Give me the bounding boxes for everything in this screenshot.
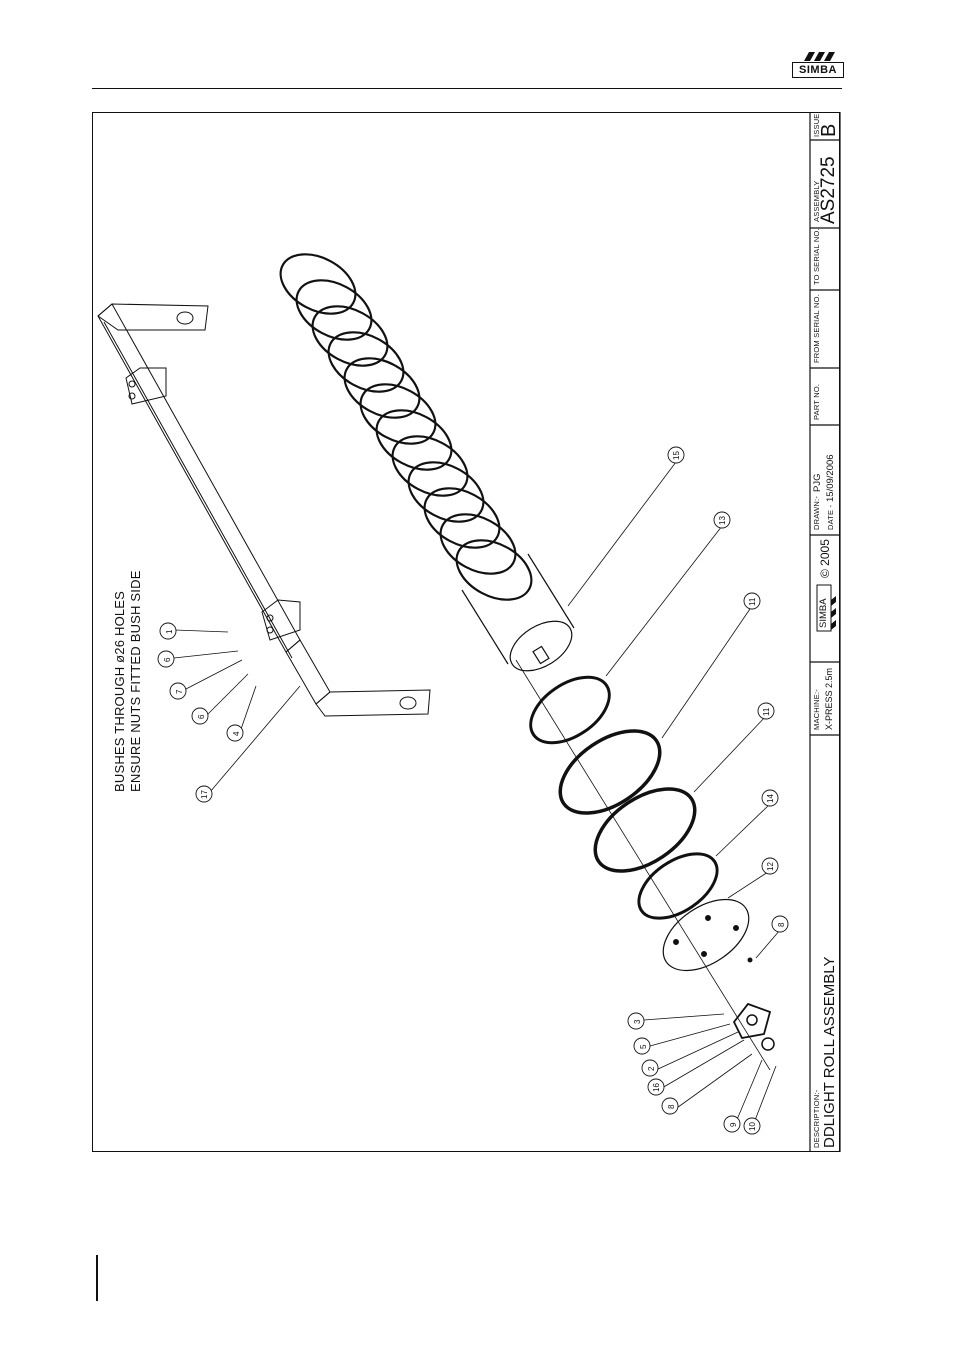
balloon-label-10: 10	[748, 1122, 757, 1131]
note-bushes: BUSHES THROUGH ø26 HOLES	[112, 591, 127, 792]
drawn-value: PJG	[812, 474, 823, 492]
balloon-label-17: 17	[200, 790, 209, 799]
balloon-label-9: 9	[729, 1123, 738, 1127]
date-label: DATE -	[826, 505, 835, 530]
balloon-label-13: 13	[718, 516, 727, 525]
balloon-label-16: 16	[652, 1083, 661, 1092]
balloon-label-11a: 11	[748, 598, 757, 606]
bearing-housing	[734, 958, 774, 1050]
copyright: © 2005	[818, 539, 832, 578]
support-bar	[98, 304, 430, 716]
title-logo-text: SIMBA	[818, 598, 829, 628]
balloon-label-8b: 8	[667, 1105, 676, 1109]
balloon-label-15: 15	[672, 451, 681, 460]
description-label: DESCRIPTION:-	[812, 1090, 821, 1148]
balloon-label-8a: 8	[777, 923, 786, 927]
centre-axis	[516, 660, 770, 1070]
balloon-label-1: 1	[165, 630, 174, 634]
description-value: DDLIGHT ROLL ASSEMBLY	[821, 957, 838, 1148]
part-no-label: PART NO.	[812, 384, 821, 420]
balloon-label-12: 12	[766, 862, 775, 871]
roll-discs	[270, 242, 541, 611]
to-serial-label: TO SERIAL NO.	[812, 228, 821, 285]
balloon-label-7: 7	[175, 690, 184, 694]
part-balloons	[158, 447, 788, 1134]
issue-value: B	[818, 124, 841, 137]
balloon-label-11b: 11	[762, 708, 771, 716]
date-value: 15/09/2006	[825, 454, 836, 502]
from-serial-label: FROM SERIAL NO.	[812, 294, 821, 363]
balloon-label-5: 5	[639, 1045, 648, 1049]
machine-label: MACHINE:-	[812, 689, 821, 730]
balloon-label-2: 2	[647, 1067, 656, 1071]
machine-value: X-PRESS 2.5m	[824, 668, 834, 730]
balloon-label-14: 14	[766, 794, 775, 803]
note-nuts: ENSURE NUTS FITTED BUSH SIDE	[128, 570, 143, 792]
balloon-label-6b: 6	[197, 715, 206, 719]
page-margin-bar	[96, 1255, 98, 1301]
balloon-label-3: 3	[633, 1020, 642, 1024]
assembly-number: AS2725	[818, 156, 840, 224]
balloon-label-6a: 6	[163, 658, 172, 662]
exploded-rings	[519, 664, 761, 985]
balloon-label-4: 4	[232, 732, 241, 736]
drawn-label: DRAWN:-	[812, 496, 821, 530]
